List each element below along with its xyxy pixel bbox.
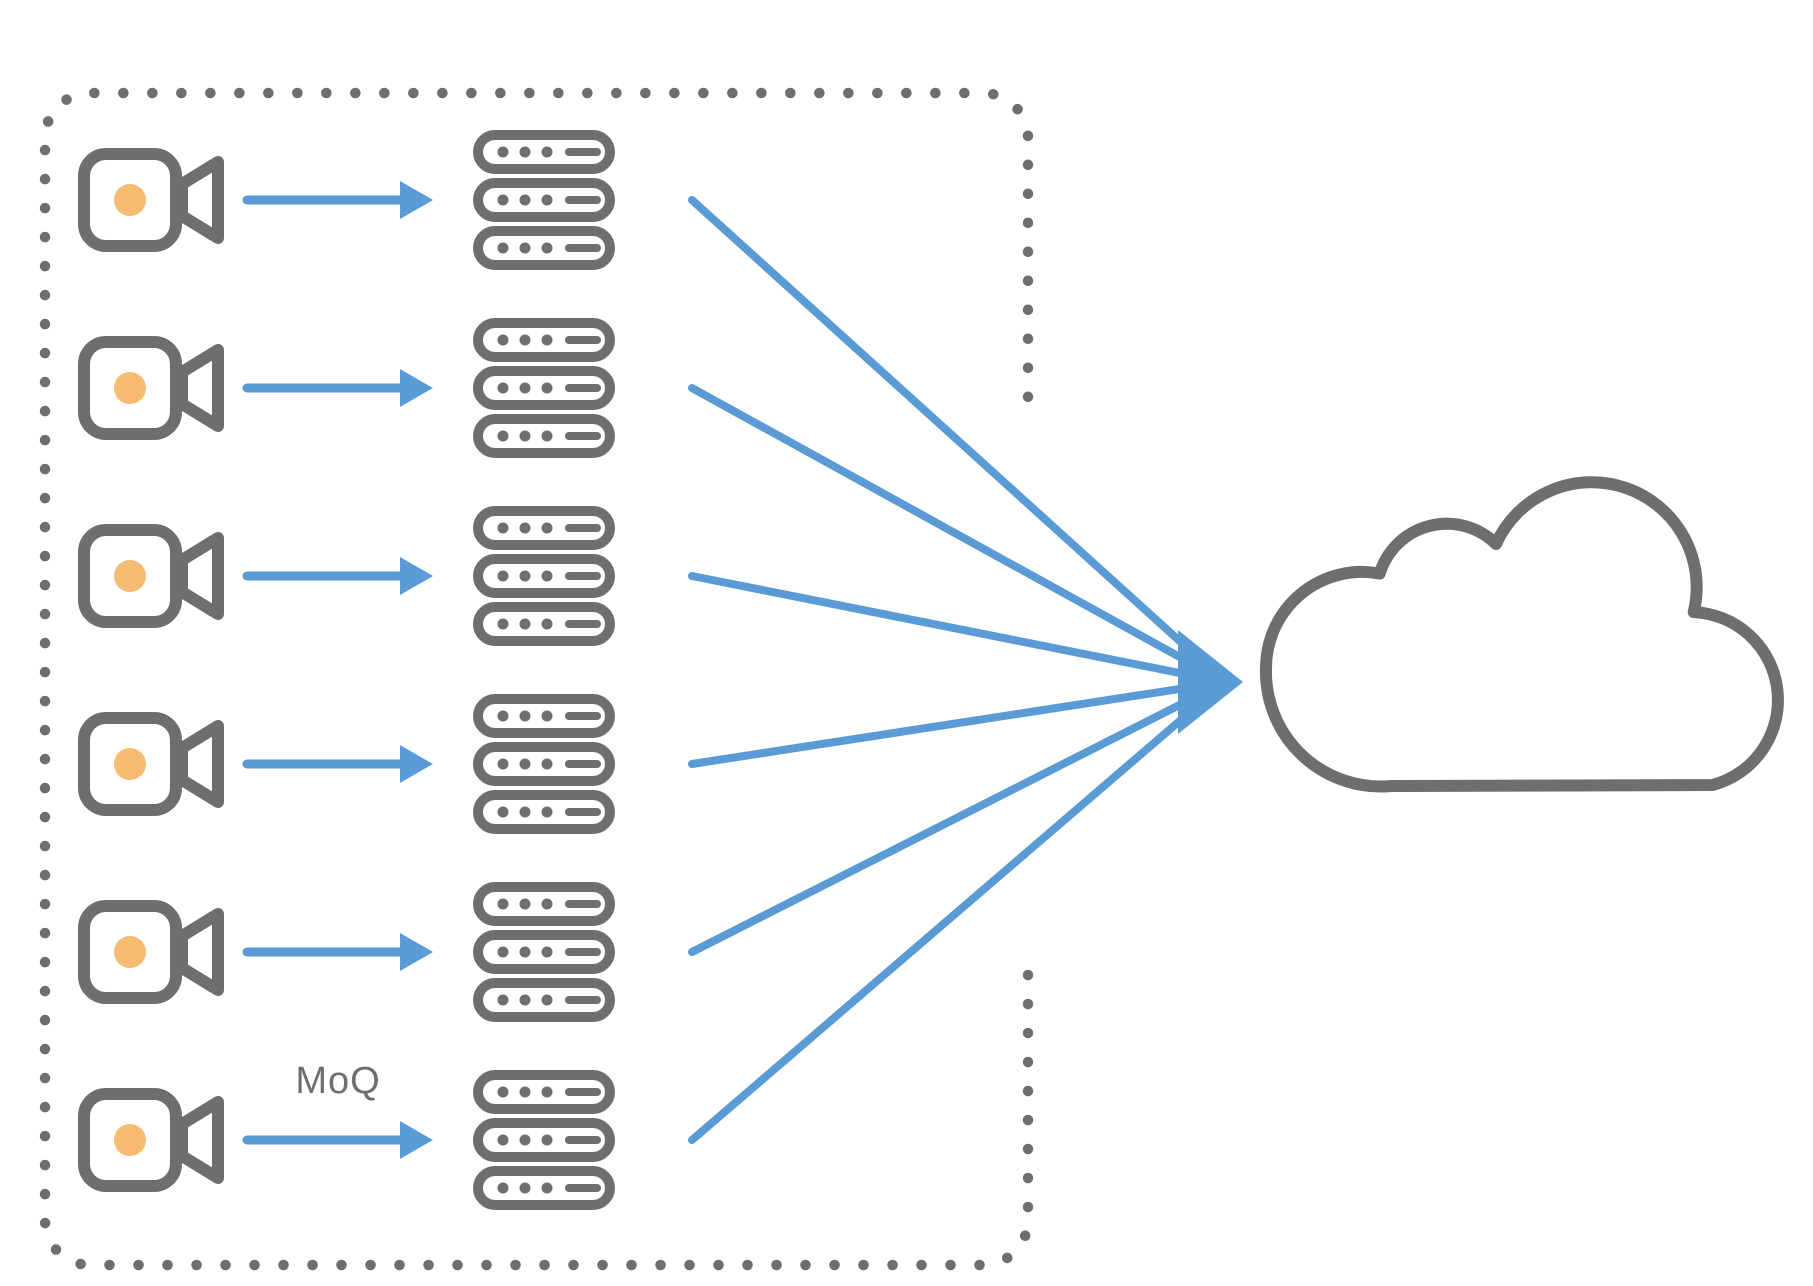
fan-line [688,678,1229,956]
server-stack-icon [478,511,610,641]
video-camera-icon [84,342,218,434]
video-camera-icon [84,154,218,246]
server-stack-icon [478,135,610,265]
pipeline-row [84,887,610,1017]
server-stack-icon [478,323,610,453]
fan-line [688,678,1229,768]
fan-line [688,572,1229,686]
arrow-right-icon [247,933,433,971]
pipeline-row [84,135,610,265]
server-stack-icon [478,887,610,1017]
server-stack-icon [478,699,610,829]
arrow-right-icon [247,181,433,219]
dotted-boundary-box [39,87,1034,1271]
pipeline-row [84,323,610,453]
convergence-arrowhead-icon [1178,630,1243,734]
pipeline-rows [84,135,610,1205]
arrow-right-icon [247,745,433,783]
pipeline-row [84,699,610,829]
video-camera-icon [84,718,218,810]
moq-label: MoQ [295,1060,380,1102]
arrow-right-icon [247,557,433,595]
arrow-right-icon [247,369,433,407]
pipeline-row [84,511,610,641]
arrow-right-icon [247,1121,433,1159]
fan-line [688,384,1229,686]
video-camera-icon [84,530,218,622]
server-stack-icon [478,1075,610,1205]
fan-line [688,196,1229,686]
fan-line [688,678,1229,1144]
video-camera-icon [84,1094,218,1186]
cloud-icon [1259,476,1784,793]
video-camera-icon [84,906,218,998]
fan-in-lines [688,196,1229,1144]
